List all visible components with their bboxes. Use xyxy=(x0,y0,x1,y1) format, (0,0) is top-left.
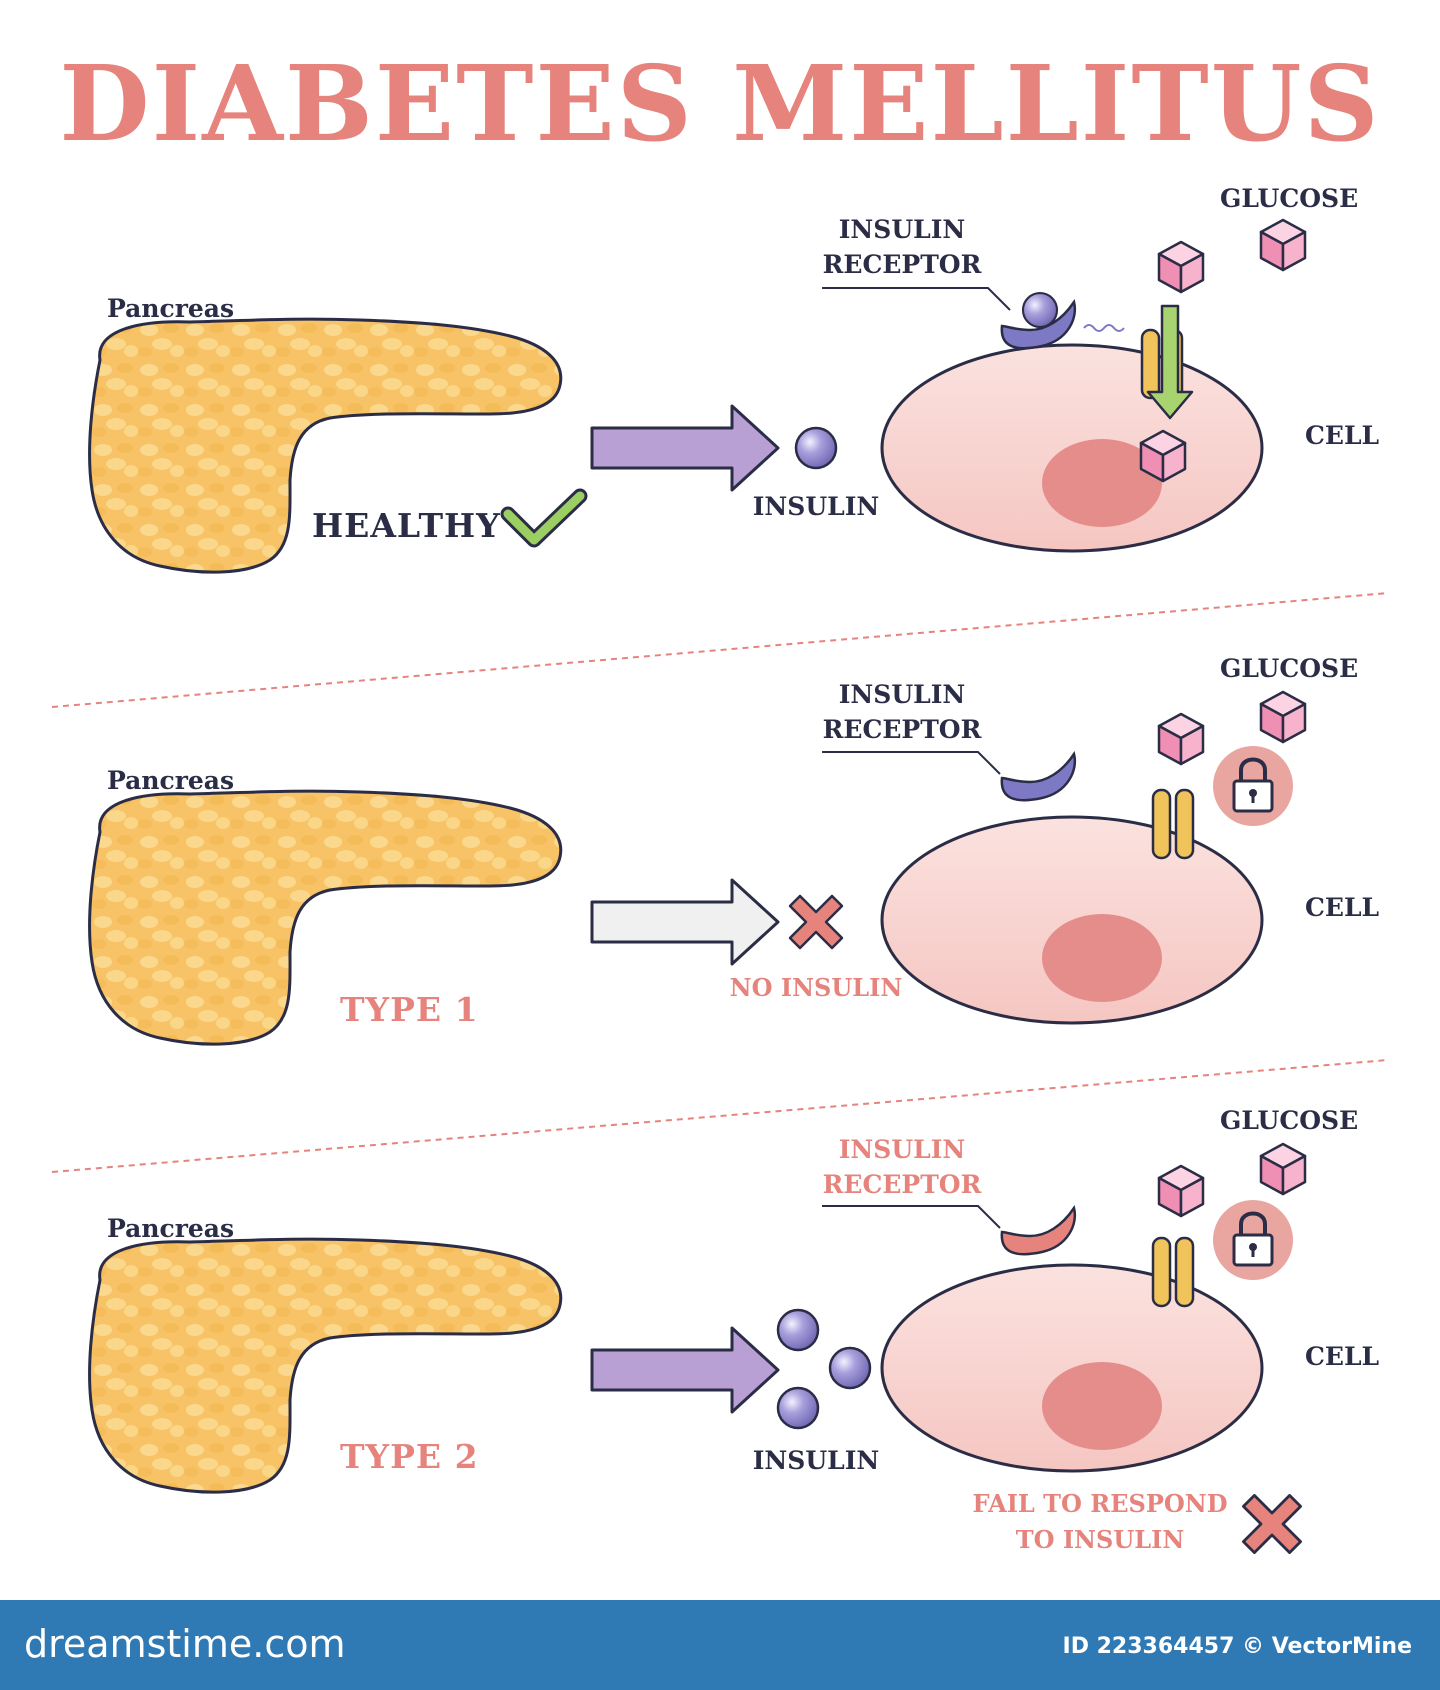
cell-label: CELL xyxy=(1305,421,1380,450)
check-icon xyxy=(500,488,588,548)
secretion-arrow xyxy=(590,404,780,492)
signal-wave xyxy=(1083,324,1125,332)
fail-label-line1: FAIL TO RESPOND xyxy=(972,1489,1228,1518)
status-label: TYPE 2 xyxy=(340,1437,479,1476)
glucose-cube xyxy=(1157,240,1205,294)
receptor-label-line2: RECEPTOR xyxy=(822,250,982,279)
insulin-receptor-shape xyxy=(1000,1204,1077,1256)
cross-icon xyxy=(1242,1494,1302,1554)
receptor-label-line1: INSULIN xyxy=(838,1135,966,1164)
cross-icon xyxy=(788,894,844,950)
separator-line xyxy=(51,1059,1389,1173)
lock-icon xyxy=(1211,744,1295,828)
fail-label-line2: TO INSULIN xyxy=(1015,1525,1185,1554)
insulin-receptor-shape xyxy=(1000,298,1077,350)
status-label: HEALTHY xyxy=(312,506,501,545)
pancreas-illustration xyxy=(88,1237,563,1494)
insulin-molecule xyxy=(794,426,838,470)
secretion-arrow xyxy=(590,1326,780,1414)
insulin-molecule xyxy=(776,1386,820,1430)
receptor-label-line2: RECEPTOR xyxy=(822,715,982,744)
cell-nucleus xyxy=(1042,1362,1162,1450)
glucose-cube xyxy=(1259,1142,1307,1196)
glucose-cube xyxy=(1259,218,1307,272)
page-title: DIABETES MELLITUS xyxy=(59,42,1381,165)
glucose-label: GLUCOSE xyxy=(1220,184,1359,213)
panel-healthy xyxy=(88,218,1307,574)
panel-type1 xyxy=(88,690,1307,1046)
receptor-label-line1: INSULIN xyxy=(838,215,966,244)
receptor-label-line2: RECEPTOR xyxy=(822,1170,982,1199)
insulin-receptor-shape xyxy=(1000,750,1077,802)
pancreas-illustration xyxy=(88,789,563,1046)
separator-line xyxy=(51,592,1389,708)
insulin-label: INSULIN xyxy=(752,492,880,521)
receptor-label-line1: INSULIN xyxy=(838,680,966,709)
insulin-molecule xyxy=(776,1308,820,1352)
receptor-leader-line xyxy=(822,287,1011,311)
glucose-cube xyxy=(1157,1164,1205,1218)
insulin-label: INSULIN xyxy=(752,1446,880,1475)
lock-icon xyxy=(1211,1198,1295,1282)
cell-nucleus xyxy=(1042,439,1162,527)
pancreas-label: Pancreas xyxy=(107,766,235,795)
footer-brand[interactable]: dreamstime.com xyxy=(24,1622,346,1666)
pancreas-label: Pancreas xyxy=(107,294,235,323)
bound-insulin-molecule xyxy=(1021,291,1059,329)
receptor-leader-line xyxy=(822,751,1001,775)
receptor-leader-line xyxy=(822,1205,1001,1229)
insulin-label: NO INSULIN xyxy=(729,973,903,1002)
glucose-cube xyxy=(1157,712,1205,766)
cell-label: CELL xyxy=(1305,1342,1380,1371)
insulin-molecule xyxy=(828,1346,872,1390)
footer-credit: ID 223364457 © VectorMine xyxy=(1062,1634,1412,1659)
status-label: TYPE 1 xyxy=(340,990,479,1029)
glucose-label: GLUCOSE xyxy=(1220,654,1359,683)
footer-bar: dreamstime.com ID 223364457 © VectorMine xyxy=(0,1600,1440,1690)
glucose-label: GLUCOSE xyxy=(1220,1106,1359,1135)
pancreas-label: Pancreas xyxy=(107,1214,235,1243)
glucose-uptake-arrow xyxy=(1146,304,1194,420)
glucose-cube-inside-cell xyxy=(1139,429,1187,483)
panel-type2 xyxy=(88,1142,1307,1554)
cell-nucleus xyxy=(1042,914,1162,1002)
secretion-arrow xyxy=(590,878,780,966)
glucose-cube xyxy=(1259,690,1307,744)
cell-label: CELL xyxy=(1305,893,1380,922)
